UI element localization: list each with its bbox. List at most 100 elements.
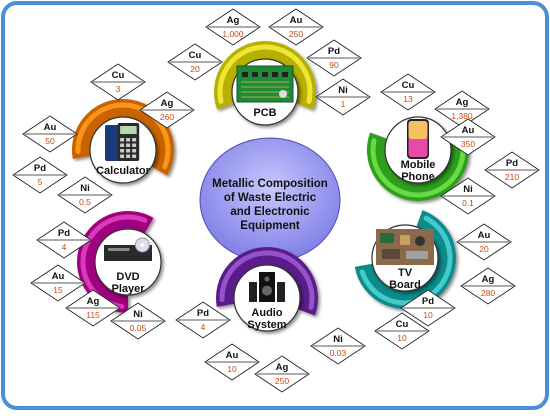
metal-value: 15 bbox=[53, 285, 63, 295]
metal-symbol: Pd bbox=[58, 228, 70, 239]
metal-symbol: Pd bbox=[34, 163, 46, 174]
device-label-tv-line-1: TV bbox=[398, 267, 413, 279]
device-label-audio-line-2: System bbox=[247, 319, 286, 331]
metal-diamond-pcb-ni: Ni1 bbox=[315, 78, 371, 116]
metal-symbol: Ni bbox=[338, 85, 348, 96]
metal-symbol: Ag bbox=[161, 98, 174, 109]
metal-symbol: Ag bbox=[482, 274, 495, 285]
ring-highlight bbox=[75, 102, 171, 170]
metal-symbol: Pd bbox=[328, 46, 340, 57]
metal-diamonds: Ag1,000Au250Pd90Ni1Cu20Cu3Ag260Au50Pd5Ni… bbox=[12, 8, 540, 393]
metal-diamond-dvd-pd: Pd 4 bbox=[36, 221, 92, 259]
device-label-dvd-line-1: DVD bbox=[116, 271, 139, 283]
metal-value: 1,000 bbox=[222, 29, 244, 39]
metal-value: 13 bbox=[403, 94, 413, 104]
metal-diamond-pcb-ag: Ag 1,000 bbox=[205, 8, 261, 46]
center-title-line-2: of Waste Electric bbox=[224, 192, 317, 204]
ring-highlight bbox=[359, 215, 453, 306]
center-title-line-1: Metallic Composition bbox=[212, 178, 328, 190]
ring-arc bbox=[72, 99, 174, 176]
metal-diamond-tv-pd: Pd 10 bbox=[400, 289, 456, 327]
metal-diamond-tv-au: Au 20 bbox=[456, 223, 512, 261]
metal-diamond-tv-cu: Cu 10 bbox=[374, 312, 430, 350]
metal-value: 4 bbox=[201, 322, 206, 332]
device-node-calculator: Calculator bbox=[72, 99, 174, 184]
metal-value: 280 bbox=[481, 288, 495, 298]
metal-symbol: Pd bbox=[197, 308, 209, 319]
metal-diamond-mobile-cu: Cu 13 bbox=[380, 73, 436, 111]
calculator-icon bbox=[105, 123, 140, 161]
metal-value: 210 bbox=[505, 172, 519, 182]
metal-symbol: Au bbox=[44, 122, 57, 133]
metal-value: 4 bbox=[62, 242, 67, 252]
metal-value: 10 bbox=[397, 333, 407, 343]
device-label-dvd-line-2: Player bbox=[111, 283, 145, 295]
ring-arc bbox=[214, 41, 316, 110]
metal-symbol: Cu bbox=[189, 50, 202, 61]
metal-value: 20 bbox=[190, 64, 200, 74]
metal-symbol: Cu bbox=[112, 70, 125, 81]
metal-value: 5 bbox=[38, 177, 43, 187]
ring-arc bbox=[216, 247, 318, 316]
metal-symbol: Au bbox=[52, 271, 65, 282]
metal-value: 1,380 bbox=[451, 111, 473, 121]
metal-value: 10 bbox=[423, 310, 433, 320]
metal-value: 20 bbox=[479, 244, 489, 254]
metal-diamond-calculator-pd: Pd 5 bbox=[12, 156, 68, 194]
center-node: Metallic Composition of Waste Electric a… bbox=[199, 137, 341, 263]
metal-symbol: Au bbox=[478, 230, 491, 241]
smartphone-icon bbox=[407, 119, 429, 159]
metal-symbol: Ag bbox=[456, 97, 469, 108]
metal-diamond-pcb-pd: Pd 90 bbox=[306, 39, 362, 77]
speaker-system-icon bbox=[249, 272, 285, 302]
device-label-mobile-line-2: Phone bbox=[401, 171, 435, 183]
metal-diamond-dvd-ni: Ni 0.05 bbox=[110, 302, 166, 340]
metal-symbol: Cu bbox=[396, 319, 409, 330]
metal-diamond-dvd-au: Au 15 bbox=[30, 264, 86, 302]
metal-value: 3 bbox=[116, 84, 121, 94]
metal-symbol: Ni bbox=[133, 309, 143, 320]
metal-value: 0.5 bbox=[79, 197, 91, 207]
metal-value: 90 bbox=[329, 60, 339, 70]
metal-symbol: Ag bbox=[87, 296, 100, 307]
metal-value: 0.1 bbox=[462, 198, 474, 208]
metal-value: 350 bbox=[461, 139, 475, 149]
metal-symbol: Cu bbox=[402, 80, 415, 91]
ring-highlight bbox=[219, 250, 315, 310]
metal-diamond-tv-ag: Ag 280 bbox=[460, 267, 516, 305]
metal-value: 10 bbox=[227, 364, 237, 374]
dvd-player-icon bbox=[104, 237, 152, 261]
metal-symbol: Ag bbox=[227, 15, 240, 26]
metal-value: 0.03 bbox=[330, 348, 347, 358]
metal-diamond-pcb-cu: Cu 20 bbox=[167, 43, 223, 81]
metal-symbol: Ni bbox=[80, 183, 90, 194]
metal-diamond-audio-ni: Ni0.03 bbox=[310, 327, 366, 365]
center-title-line-4: Equipment bbox=[240, 220, 300, 232]
device-label-audio-line-1: Audio bbox=[251, 307, 282, 319]
metal-diamond-calculator-ag: Ag 260 bbox=[139, 91, 195, 129]
ring-highlight bbox=[370, 130, 466, 198]
metal-diamond-calculator-ni: Ni 0.5 bbox=[57, 176, 113, 214]
metal-diamond-calculator-cu: Cu 3 bbox=[90, 63, 146, 101]
device-node-pcb: PCB bbox=[214, 41, 316, 126]
center-title-line-3: and Electronic bbox=[230, 206, 310, 218]
metal-value: 0.05 bbox=[130, 323, 147, 333]
metal-symbol: Pd bbox=[422, 296, 434, 307]
tv-board-icon bbox=[376, 229, 434, 265]
ring-arc bbox=[354, 210, 456, 309]
device-label-mobile-line-1: Mobile bbox=[401, 159, 436, 171]
device-label-pcb: PCB bbox=[253, 107, 276, 119]
metal-value: 260 bbox=[160, 112, 174, 122]
ring-arc bbox=[77, 211, 154, 313]
device-label-tv-line-2: Board bbox=[389, 279, 421, 291]
